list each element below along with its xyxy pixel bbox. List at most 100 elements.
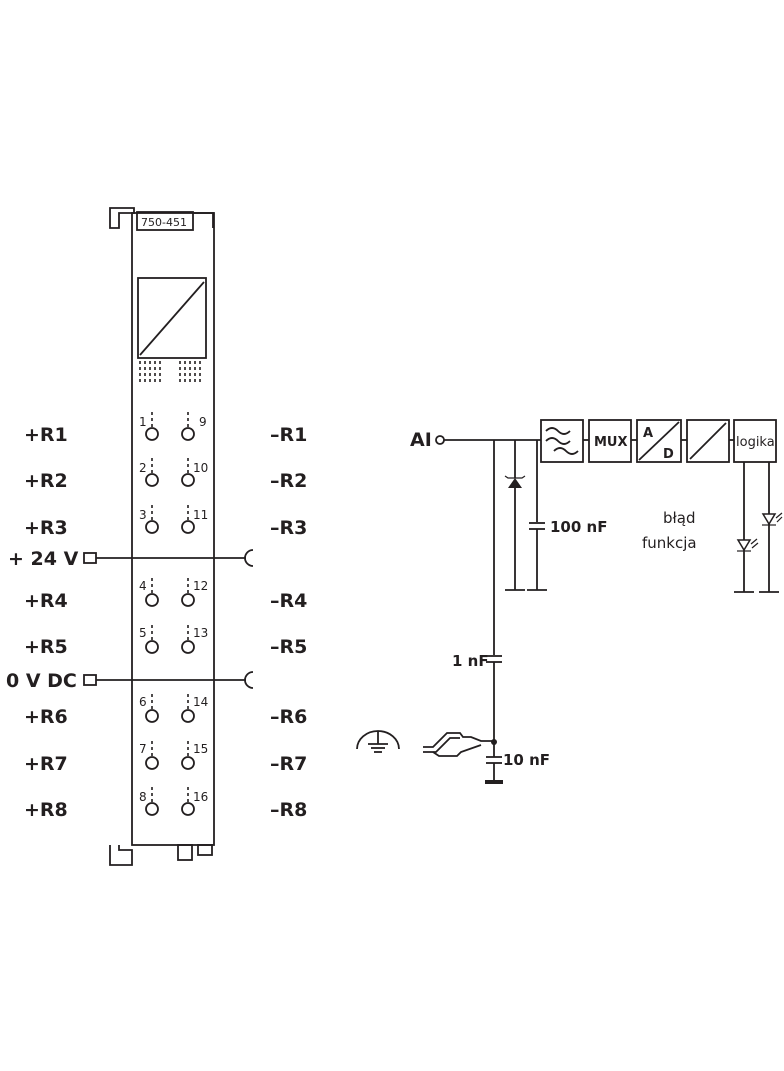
terminal-number-16: 16 bbox=[193, 790, 208, 804]
terminal-10[interactable] bbox=[181, 473, 195, 487]
label-plus-r1: +R1 bbox=[24, 424, 68, 446]
terminal-9[interactable] bbox=[181, 427, 195, 441]
left-labels: +R1 +R2 +R3 + 24 V +R4 +R5 0 V DC +R6 +R… bbox=[6, 424, 79, 821]
terminal-group-2: 4 12 5 13 bbox=[139, 578, 208, 654]
led-label-funkcja: funkcja bbox=[642, 534, 697, 552]
logic-label: logika bbox=[736, 435, 775, 450]
terminal-group-3: 6 14 7 15 8 16 bbox=[139, 694, 208, 816]
part-number: 750-451 bbox=[141, 216, 187, 229]
converter-diagonal bbox=[139, 281, 205, 356]
mux-label: MUX bbox=[594, 435, 628, 450]
terminal-1[interactable] bbox=[145, 427, 159, 441]
terminal-number-9: 9 bbox=[199, 415, 207, 429]
connector-24v[interactable] bbox=[83, 552, 97, 564]
terminal-16[interactable] bbox=[181, 802, 195, 816]
bottom-foot-1 bbox=[177, 844, 193, 861]
cap-10nf-label: 10 nF bbox=[503, 751, 550, 769]
cap-100nf-label: 100 nF bbox=[550, 518, 607, 536]
adc-block bbox=[636, 419, 682, 463]
jumper-24v bbox=[244, 549, 254, 567]
right-labels: –R1 –R2 –R3 –R4 –R5 –R6 –R7 –R8 bbox=[270, 424, 307, 821]
terminal-number-15: 15 bbox=[193, 742, 208, 756]
terminal-3[interactable] bbox=[145, 520, 159, 534]
terminal-number-3: 3 bbox=[139, 508, 147, 522]
input-label-ai: AI bbox=[410, 429, 432, 451]
terminal-number-11: 11 bbox=[193, 508, 208, 522]
rail-24v bbox=[83, 549, 254, 567]
terminal-13[interactable] bbox=[181, 640, 195, 654]
mux-block bbox=[588, 419, 632, 463]
label-24v: + 24 V bbox=[8, 548, 79, 570]
circuit-diagram: AI 100 nF 1 nF bbox=[356, 419, 783, 784]
terminal-5[interactable] bbox=[145, 640, 159, 654]
terminal-number-6: 6 bbox=[139, 695, 147, 709]
label-minus-r5: –R5 bbox=[270, 636, 307, 658]
converter-block bbox=[137, 277, 207, 359]
tvs-diode-icon bbox=[504, 475, 526, 488]
isolator-diagonal bbox=[689, 422, 727, 460]
terminal-number-7: 7 bbox=[139, 742, 147, 756]
jumper-0v bbox=[244, 671, 254, 689]
contact-pins bbox=[139, 361, 201, 382]
capacitor-100nf-icon bbox=[529, 522, 545, 530]
terminal-7[interactable] bbox=[145, 756, 159, 770]
terminal-number-2: 2 bbox=[139, 461, 147, 475]
label-plus-r4: +R4 bbox=[24, 590, 68, 612]
label-plus-r5: +R5 bbox=[24, 636, 68, 658]
earth-ground-icon bbox=[356, 730, 400, 753]
led-funkcja-icon bbox=[736, 538, 759, 552]
filter-block bbox=[540, 419, 584, 463]
terminal-number-12: 12 bbox=[193, 579, 208, 593]
adc-label-d: D bbox=[663, 447, 674, 462]
connector-0v[interactable] bbox=[83, 674, 97, 686]
terminal-number-13: 13 bbox=[193, 626, 208, 640]
terminal-2[interactable] bbox=[145, 473, 159, 487]
label-minus-r6: –R6 bbox=[270, 706, 307, 728]
terminal-8[interactable] bbox=[145, 802, 159, 816]
terminal-number-4: 4 bbox=[139, 579, 147, 593]
label-minus-r8: –R8 bbox=[270, 799, 307, 821]
terminal-number-14: 14 bbox=[193, 695, 208, 709]
din-rail-icon bbox=[423, 732, 494, 757]
label-minus-r3: –R3 bbox=[270, 517, 307, 539]
top-latch-left bbox=[109, 207, 135, 229]
label-minus-r2: –R2 bbox=[270, 470, 307, 492]
terminal-4[interactable] bbox=[145, 593, 159, 607]
label-plus-r2: +R2 bbox=[24, 470, 68, 492]
label-plus-r6: +R6 bbox=[24, 706, 68, 728]
label-0v-dc: 0 V DC bbox=[6, 670, 77, 692]
terminal-15[interactable] bbox=[181, 756, 195, 770]
terminal-group-1: 1 9 2 10 3 11 bbox=[139, 412, 208, 534]
isolator-block bbox=[686, 419, 730, 463]
terminal-number-5: 5 bbox=[139, 626, 147, 640]
input-terminal-ai[interactable] bbox=[435, 435, 445, 445]
filter-icon bbox=[545, 427, 579, 455]
adc-label-a: A bbox=[643, 426, 653, 441]
terminal-12[interactable] bbox=[181, 593, 195, 607]
terminal-11[interactable] bbox=[181, 520, 195, 534]
top-latch-right bbox=[193, 212, 214, 228]
part-number-plate bbox=[136, 211, 194, 231]
label-plus-r7: +R7 bbox=[24, 753, 68, 775]
logic-block bbox=[733, 419, 777, 463]
terminal-number-8: 8 bbox=[139, 790, 147, 804]
module-housing bbox=[131, 212, 215, 846]
rail-0v bbox=[83, 671, 254, 689]
cap-1nf-label: 1 nF bbox=[452, 652, 489, 670]
label-minus-r1: –R1 bbox=[270, 424, 307, 446]
terminal-number-1: 1 bbox=[139, 415, 147, 429]
capacitor-10nf-icon bbox=[486, 756, 502, 764]
label-minus-r4: –R4 bbox=[270, 590, 307, 612]
terminal-number-10: 10 bbox=[193, 461, 208, 475]
module-body: 750-451 bbox=[109, 207, 215, 866]
bottom-foot-2 bbox=[197, 844, 213, 856]
led-label-blad: błąd bbox=[663, 509, 696, 527]
label-minus-r7: –R7 bbox=[270, 753, 307, 775]
label-plus-r3: +R3 bbox=[24, 517, 68, 539]
led-blad-icon bbox=[761, 512, 783, 526]
bottom-latch-left bbox=[109, 845, 133, 866]
terminal-14[interactable] bbox=[181, 709, 195, 723]
terminal-6[interactable] bbox=[145, 709, 159, 723]
